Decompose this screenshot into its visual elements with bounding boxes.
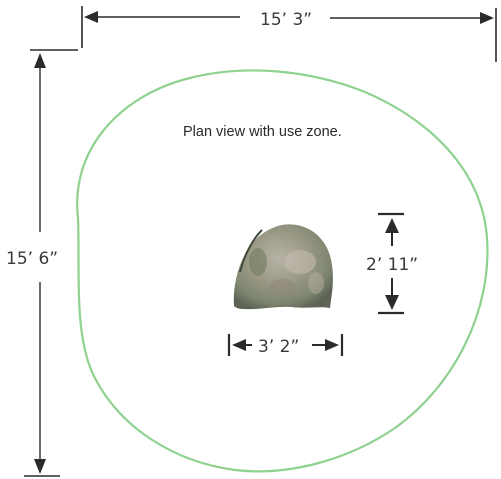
height-arrowhead-bottom xyxy=(34,459,46,474)
overall-height-label: 15’ 6” xyxy=(6,249,58,269)
object-height-arrowhead-top xyxy=(385,218,399,233)
diagram-caption: Plan view with use zone. xyxy=(183,124,342,140)
overall-width-dimension xyxy=(81,6,497,62)
boulder-speckle xyxy=(269,279,297,297)
object-width-arrowhead-left xyxy=(232,339,246,351)
overall-width-label: 15’ 3” xyxy=(260,10,312,30)
object-width-arrowhead-right xyxy=(325,339,339,351)
height-arrowhead-top xyxy=(34,53,46,68)
object-width-label: 3’ 2” xyxy=(258,337,299,357)
width-arrowhead-left xyxy=(84,11,98,23)
boulder-lichen xyxy=(308,272,324,294)
object-height-dimension xyxy=(378,212,404,315)
boulder-moss xyxy=(249,248,267,276)
boulder-shadow-edge xyxy=(239,229,263,273)
object-width-dimension xyxy=(227,334,344,356)
overall-height-dimension xyxy=(24,49,78,477)
boulder-highlight xyxy=(284,250,316,274)
width-arrowhead-right xyxy=(480,12,494,24)
object-height-arrowhead-bottom xyxy=(385,295,399,310)
object-height-label: 2’ 11” xyxy=(366,255,418,275)
boulder-icon xyxy=(233,224,333,310)
boulder-shape xyxy=(233,224,333,310)
use-zone-boundary xyxy=(76,69,489,473)
